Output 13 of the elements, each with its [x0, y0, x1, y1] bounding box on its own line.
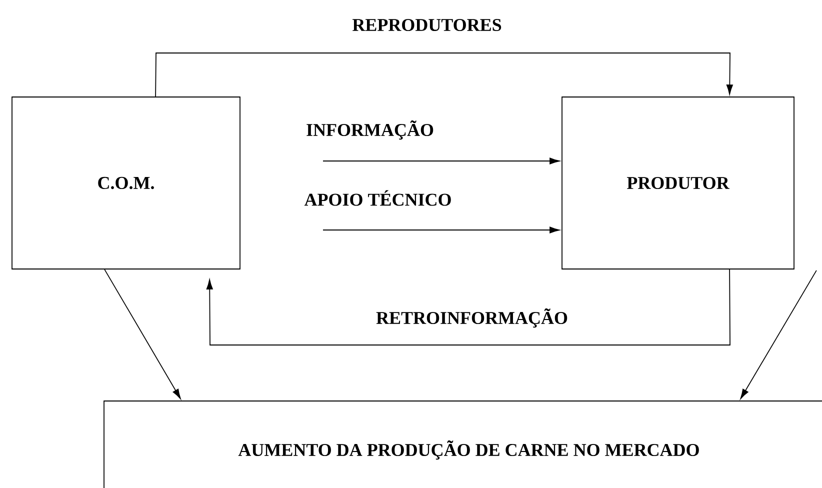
- edge-label: INFORMAÇÃO: [305, 119, 435, 141]
- process-box: PRODUTOR: [562, 96, 794, 270]
- arrow: [104, 269, 181, 399]
- arrow: [155, 52, 733, 97]
- edge-label: RETROINFORMAÇÃO: [375, 307, 569, 329]
- edge-label: APOIO TÉCNICO: [303, 189, 453, 207]
- process-box: AUMENTO DA PRODUÇÃO DE CARNE NO MERCADO: [104, 400, 822, 488]
- arrow: [322, 226, 560, 234]
- arrow: [206, 269, 730, 346]
- process-box: C.O.M.: [12, 96, 240, 270]
- arrow: [322, 158, 560, 164]
- arrow: [740, 270, 817, 399]
- edge-label: REPRODUTORES: [351, 18, 503, 32]
